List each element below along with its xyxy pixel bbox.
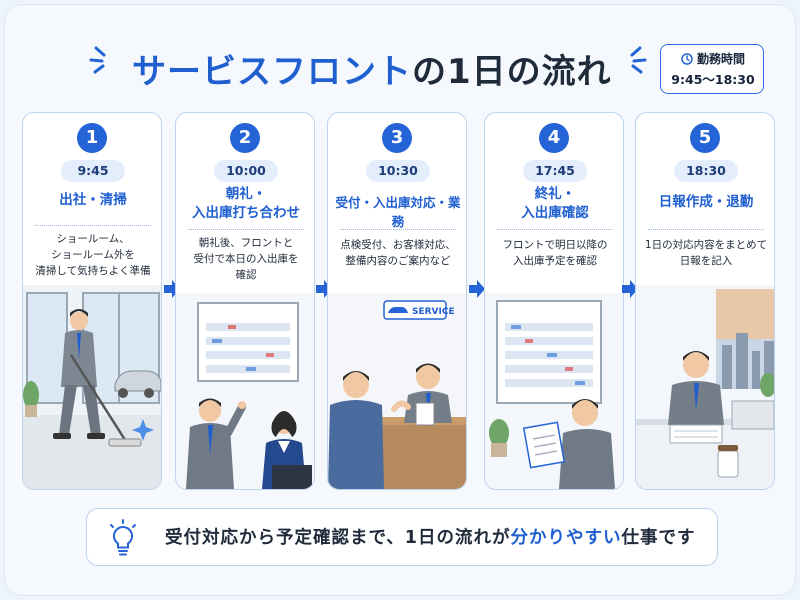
step-divider [497, 229, 613, 230]
step-card-2: 2 10:00 朝礼・ 入出庫打ち合わせ 朝礼後、フロントと 受付で本日の入出庫… [175, 112, 315, 490]
step-number-badge: 4 [539, 123, 569, 153]
service-sign-text: SERVICE [412, 307, 455, 317]
work-hours-label: 勤務時間 [696, 52, 745, 66]
step-card-4: 4 17:45 終礼・ 入出庫確認 フロントで明日以降の 入出庫予定を確認 [484, 112, 624, 490]
step-card-3: 3 10:30 受付・入出庫対応・業務 点検受付、お客様対応、 整備内容のご案内… [327, 112, 467, 490]
footer-text-b: 仕事です [621, 528, 696, 548]
step-number-badge: 1 [77, 123, 107, 153]
step-heading: 朝礼・ 入出庫打ち合わせ [192, 186, 300, 221]
sparkle-right-icon [614, 42, 648, 76]
step-time-pill: 17:45 [523, 160, 587, 182]
step-description: フロントで明日以降の 入出庫予定を確認 [502, 239, 608, 267]
lightbulb-icon [107, 519, 139, 557]
clock-icon [681, 53, 693, 65]
step-time-pill: 9:45 [61, 160, 125, 182]
step-number-badge: 3 [382, 123, 412, 153]
step-divider [648, 229, 764, 230]
illustration-schedule-check [485, 293, 623, 489]
work-hours-box: 勤務時間 9:45〜18:30 [660, 44, 764, 94]
title-part-one-day: 1日 [447, 52, 507, 92]
work-hours-value: 9:45〜18:30 [671, 72, 755, 87]
step-time-pill: 18:30 [674, 160, 738, 182]
illustration-cleaning-showroom [23, 285, 161, 489]
footer-message: 受付対応から予定確認まで、1日の流れが分かりやすい仕事です [165, 525, 705, 551]
step-divider [188, 229, 304, 230]
step-heading: 終礼・ 入出庫確認 [521, 186, 589, 221]
step-heading: 日報作成・退勤 [658, 194, 754, 210]
step-description: 点検受付、お客様対応、 整備内容のご案内など [340, 239, 456, 267]
step-card-5: 5 18:30 日報作成・退勤 1日の対応内容をまとめて 日報を記入 [635, 112, 775, 490]
step-number-badge: 2 [230, 123, 260, 153]
arrow-right-icon [622, 280, 638, 298]
footer-text-a: 受付対応から予定確認まで、1日の流れが [165, 528, 511, 548]
title-part-service-front: サービスフロント [132, 52, 412, 92]
step-number-badge: 5 [690, 123, 720, 153]
step-divider [340, 229, 456, 230]
step-card-1: 1 9:45 出社・清掃 ショールーム、 ショールーム外を 清掃して気持ちよく準… [22, 112, 162, 490]
work-hours-label-row: 勤務時間 [661, 51, 765, 67]
title-part-no: の [412, 52, 447, 92]
title-block: サービスフロントの1日の流れ [0, 38, 800, 98]
step-time-pill: 10:00 [214, 160, 278, 182]
title-part-flow: の流れ [506, 52, 612, 92]
step-heading: 受付・入出庫対応・業務 [335, 195, 461, 229]
summary-footer: 受付対応から予定確認まで、1日の流れが分かりやすい仕事です [86, 508, 718, 566]
sparkle-left-icon [88, 42, 122, 76]
step-time-pill: 10:30 [366, 160, 430, 182]
illustration-daily-report [636, 285, 774, 489]
arrow-right-icon [469, 280, 485, 298]
step-description: ショールーム、 ショールーム外を 清掃して気持ちよく準備 [35, 233, 151, 277]
illustration-reception-desk: SERVICE [328, 293, 466, 489]
step-heading: 出社・清掃 [59, 192, 127, 208]
illustration-morning-meeting [176, 293, 314, 489]
page-title: サービスフロントの1日の流れ [132, 44, 612, 92]
step-divider [35, 225, 151, 226]
step-description: 1日の対応内容をまとめて 日報を記入 [644, 239, 768, 267]
footer-text-highlight: 分かりやすい [510, 528, 622, 548]
step-description: 朝礼後、フロントと 受付で本日の入出庫を 確認 [193, 237, 299, 281]
